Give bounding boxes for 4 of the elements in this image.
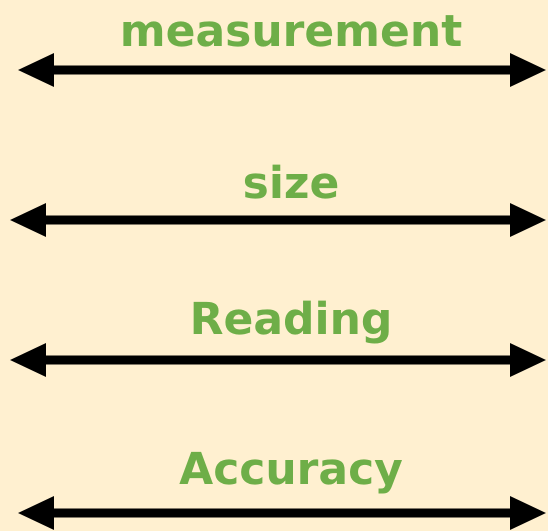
scale-label: Accuracy [178,446,403,494]
scale-label: size [242,160,340,208]
scale-label: measurement [118,8,462,56]
scale-label: Reading [188,296,392,344]
